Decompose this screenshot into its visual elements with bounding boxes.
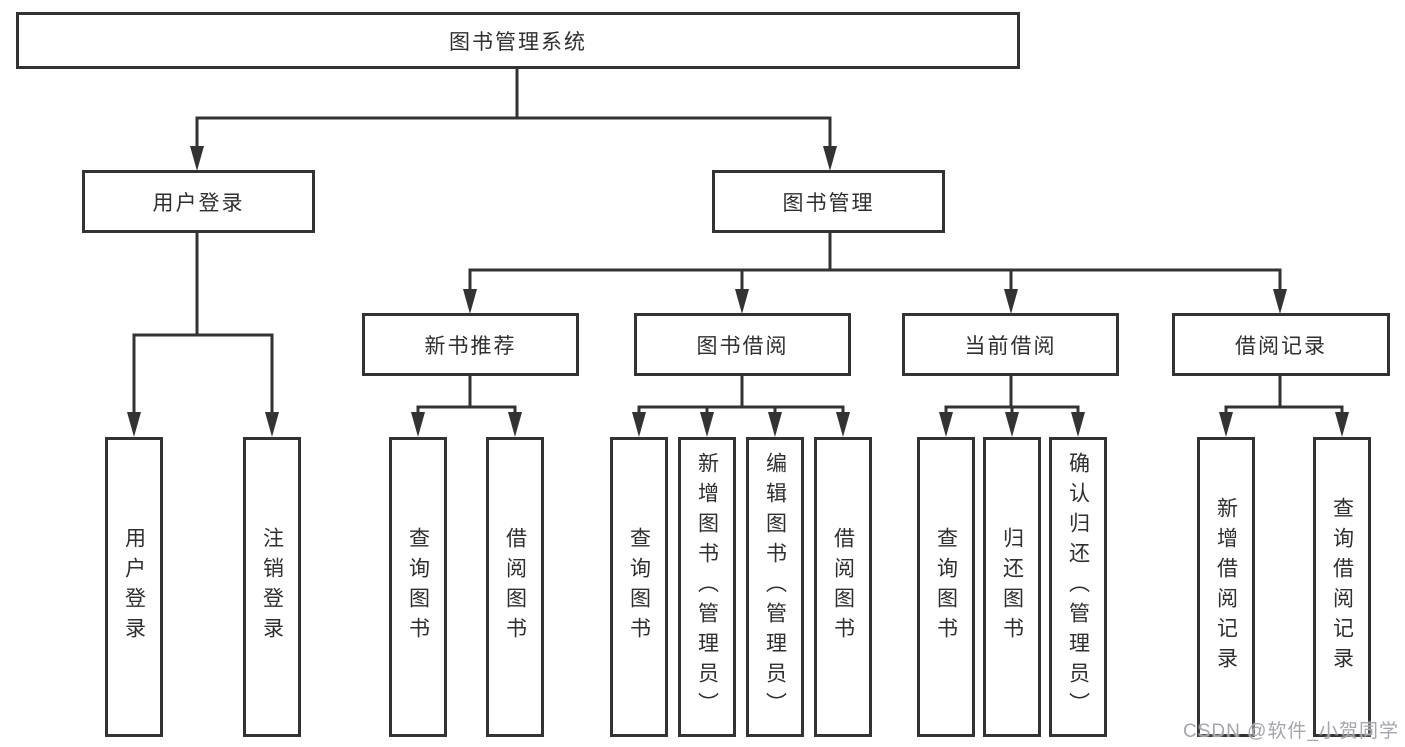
- leaf-add-book-admin: 新增图书（管理员）: [678, 437, 736, 737]
- leaf-confirm-return-admin: 确认归还（管理员）: [1049, 437, 1107, 737]
- leaf-edit-book-admin-label: 编辑图书（管理员）: [763, 452, 787, 722]
- leaf-edit-book-admin: 编辑图书（管理员）: [746, 437, 804, 737]
- leaf-query-books-current: 查询图书: [917, 437, 975, 737]
- leaf-query-borrow-record: 查询借阅记录: [1313, 437, 1371, 737]
- leaf-borrow-books: 借阅图书: [814, 437, 872, 737]
- node-book-borrowing-label: 图书借阅: [696, 334, 789, 358]
- node-user-login-label: 用户登录: [152, 191, 245, 215]
- node-user-login: 用户登录: [82, 170, 315, 233]
- leaf-query-borrow-record-label: 查询借阅记录: [1330, 497, 1354, 677]
- leaf-borrow-books-recommend: 借阅图书: [486, 437, 544, 737]
- node-book-borrowing: 图书借阅: [634, 313, 851, 376]
- node-new-book-recommendation: 新书推荐: [362, 313, 579, 376]
- node-root-label: 图书管理系统: [449, 30, 587, 54]
- node-current-borrowing-label: 当前借阅: [964, 334, 1057, 358]
- leaf-confirm-return-admin-label: 确认归还（管理员）: [1066, 452, 1090, 722]
- node-current-borrowing: 当前借阅: [902, 313, 1119, 376]
- node-borrowing-records: 借阅记录: [1172, 313, 1390, 376]
- leaf-query-books-borrowing: 查询图书: [610, 437, 668, 737]
- leaf-logout: 注销登录: [243, 437, 301, 737]
- leaf-query-books-recommend: 查询图书: [389, 437, 447, 737]
- csdn-watermark: CSDN @软件_小贺同学: [1183, 721, 1399, 742]
- leaf-query-books-recommend-label: 查询图书: [406, 527, 430, 647]
- leaf-borrow-books-label: 借阅图书: [831, 527, 855, 647]
- leaf-return-books-label: 归还图书: [1000, 527, 1024, 647]
- leaf-add-borrow-record: 新增借阅记录: [1197, 437, 1255, 737]
- leaf-borrow-books-recommend-label: 借阅图书: [503, 527, 527, 647]
- leaf-logout-label: 注销登录: [260, 527, 284, 647]
- node-borrowing-records-label: 借阅记录: [1235, 334, 1327, 358]
- leaf-return-books: 归还图书: [983, 437, 1041, 737]
- leaf-add-book-admin-label: 新增图书（管理员）: [695, 452, 719, 722]
- node-book-management: 图书管理: [712, 170, 945, 233]
- leaf-add-borrow-record-label: 新增借阅记录: [1214, 497, 1238, 677]
- node-book-management-label: 图书管理: [782, 191, 875, 215]
- node-new-book-recommendation-label: 新书推荐: [424, 334, 517, 358]
- leaf-user-login: 用户登录: [105, 437, 163, 737]
- leaf-query-books-current-label: 查询图书: [934, 527, 958, 647]
- node-root: 图书管理系统: [16, 12, 1020, 69]
- leaf-user-login-label: 用户登录: [122, 527, 146, 647]
- leaf-query-books-borrowing-label: 查询图书: [627, 527, 651, 647]
